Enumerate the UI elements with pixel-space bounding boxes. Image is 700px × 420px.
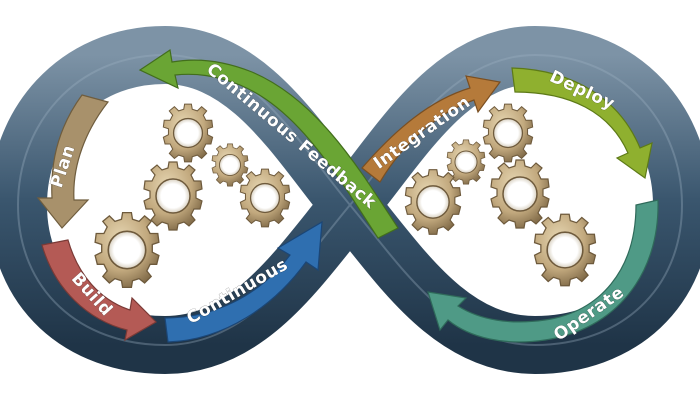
continuous-feedback-label: Continuous Feedback — [202, 59, 380, 213]
gear-icon — [490, 159, 550, 229]
plan-arrow: Plan — [36, 94, 110, 229]
gear-icon — [211, 143, 249, 187]
gear-icon — [404, 168, 462, 236]
infinity-band-outer — [0, 26, 700, 374]
gear-icon — [239, 168, 291, 228]
gear-icon — [533, 213, 597, 287]
gear-icon — [94, 211, 160, 289]
gear-icon — [143, 161, 203, 231]
gear-icon — [482, 103, 534, 163]
gear-icon — [162, 103, 214, 163]
infinity-band-highlight — [16, 53, 684, 347]
